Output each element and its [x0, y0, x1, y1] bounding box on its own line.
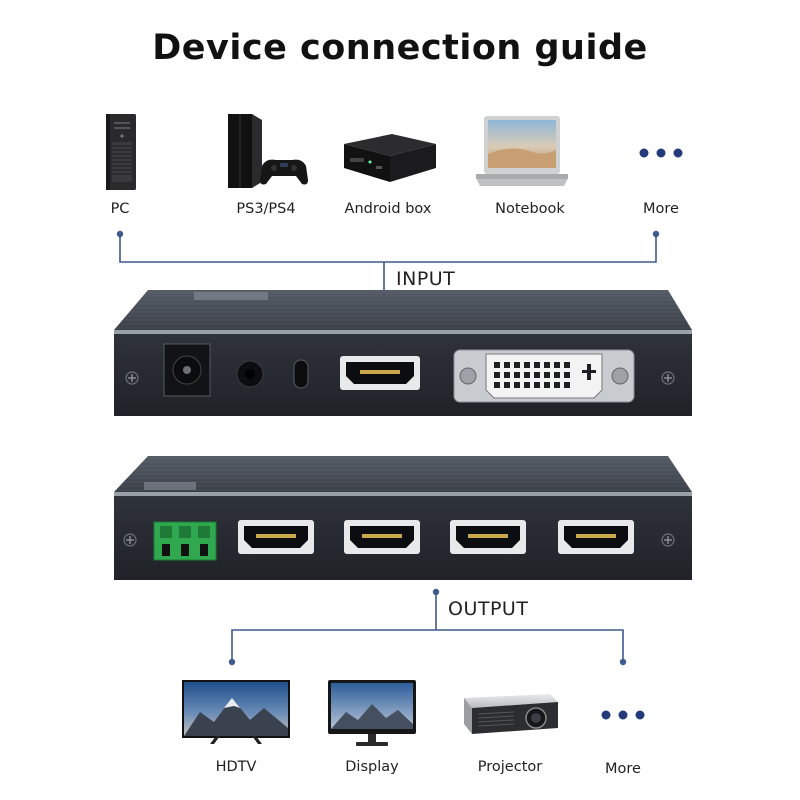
output-device-label-projector: Projector	[477, 759, 543, 775]
more-dots-icon	[639, 148, 683, 158]
controller-input-panel	[114, 290, 692, 416]
game-console-icon	[228, 114, 308, 188]
input-device-label-notebook: Notebook	[495, 201, 565, 217]
projector-icon	[464, 694, 558, 734]
input-device-label-android: Android box	[344, 201, 432, 217]
monitor-icon	[328, 680, 416, 746]
desktop-tower-icon	[106, 114, 136, 190]
output-label: OUTPUT	[448, 598, 529, 620]
output-device-label-display: Display	[345, 759, 399, 775]
page-title: Device connection guide	[152, 28, 648, 68]
input-device-label-ps: PS3/PS4	[236, 201, 296, 217]
tv-box-icon	[344, 134, 436, 182]
output-device-label-hdtv: HDTV	[215, 759, 257, 775]
output-device-label-more: More	[605, 761, 641, 777]
input-device-label-pc: PC	[110, 201, 130, 217]
input-device-label-more: More	[643, 201, 679, 217]
controller-output-panel	[114, 456, 692, 580]
more-dots-icon	[601, 710, 645, 720]
laptop-icon	[476, 116, 568, 186]
input-label: INPUT	[396, 268, 456, 290]
tv-icon	[182, 680, 290, 744]
